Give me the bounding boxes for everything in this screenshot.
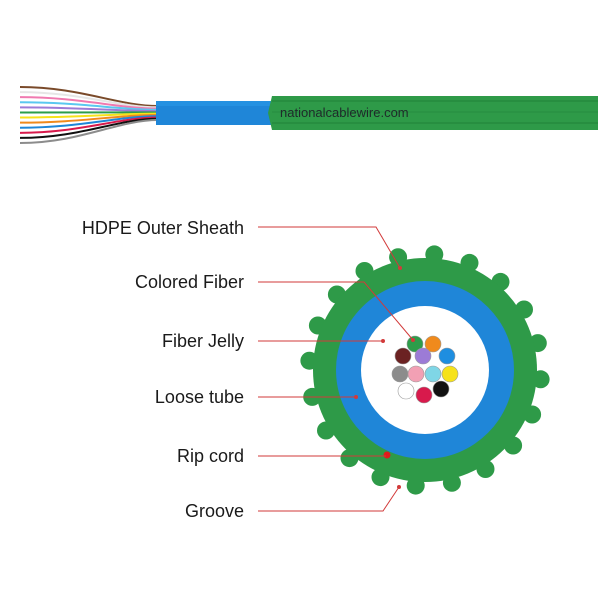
label-outer-sheath: HDPE Outer Sheath [82, 218, 244, 238]
leader-groove [258, 486, 400, 512]
fiber-strand [19, 91, 159, 109]
cable-cross-section [300, 245, 550, 495]
label-colored-fiber: Colored Fiber [135, 272, 244, 292]
cable-side-view: nationalcablewire.com [19, 86, 598, 144]
colored-fiber [394, 347, 412, 365]
colored-fiber [414, 347, 432, 365]
colored-fiber [391, 365, 409, 383]
leader-dot [397, 485, 401, 489]
leader-lines [258, 226, 415, 512]
colored-fiber [415, 386, 433, 404]
fiber-strand [19, 117, 159, 139]
colored-fiber [441, 365, 459, 383]
leader-dot [398, 266, 402, 270]
tube-highlight [156, 101, 274, 106]
fiber-strand [19, 115, 159, 129]
fiber-jelly [361, 306, 489, 434]
label-fiber-jelly: Fiber Jelly [162, 331, 244, 351]
colored-fiber [432, 380, 450, 398]
colored-fibers [391, 335, 459, 404]
label-loose-tube: Loose tube [155, 387, 244, 407]
colored-fiber [397, 382, 415, 400]
leader-colored-fiber [258, 281, 414, 341]
outer-sheath-side [268, 96, 598, 130]
leader-dot [354, 395, 358, 399]
colored-fiber [424, 335, 442, 353]
leader-dot [381, 339, 385, 343]
colored-fiber [407, 365, 425, 383]
leader-dot [411, 338, 415, 342]
colored-fiber [424, 365, 442, 383]
fiber-strand [19, 106, 159, 113]
fiber-strand [19, 119, 159, 144]
fiber-strand [19, 101, 159, 111]
watermark-text: nationalcablewire.com [280, 105, 409, 120]
leader-outer-sheath [258, 226, 401, 269]
fiber-strand [19, 112, 159, 119]
rip-cord [383, 451, 391, 459]
label-groove: Groove [185, 501, 244, 521]
fiber-strand [19, 116, 159, 134]
fiber-strands [19, 86, 159, 144]
fiber-strand [19, 113, 159, 124]
label-rip-cord: Rip cord [177, 446, 244, 466]
fiber-strand [19, 86, 159, 107]
colored-fiber [438, 347, 456, 365]
labels: HDPE Outer Sheath Colored Fiber Fiber Je… [82, 218, 244, 521]
fiber-strand [19, 96, 159, 110]
